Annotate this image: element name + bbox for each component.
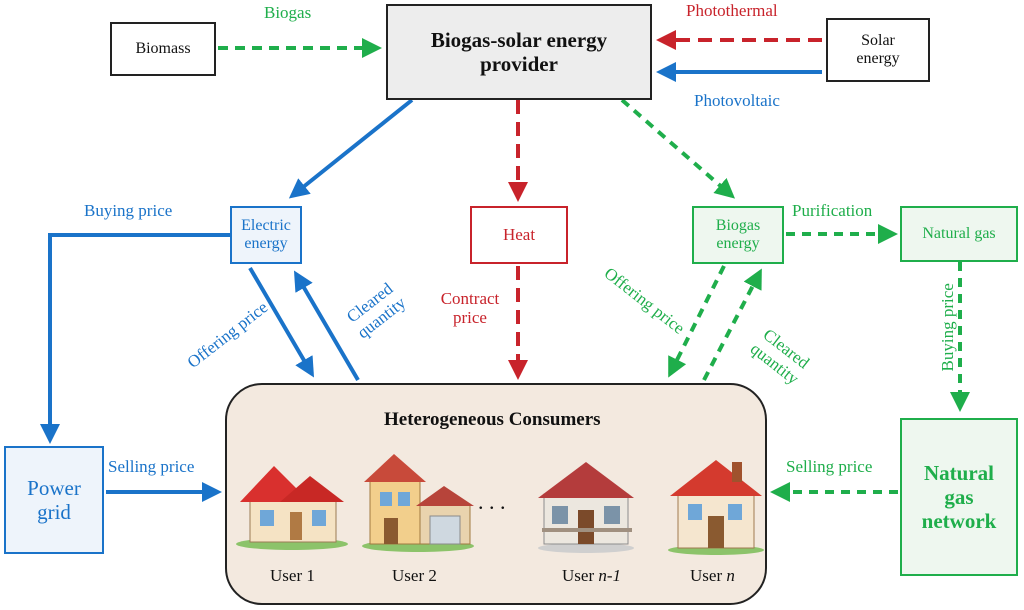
natural-gas-box: Natural gas <box>900 206 1018 262</box>
label-photothermal: Photothermal <box>686 1 778 20</box>
biogas-energy-box: Biogas energy <box>692 206 784 264</box>
user-label-1: User 1 <box>270 566 315 586</box>
label-buying-price-right: Buying price <box>937 283 957 372</box>
user-label-2: User 2 <box>392 566 437 586</box>
solar-label: Solar energy <box>856 31 900 67</box>
label-photovoltaic: Photovoltaic <box>694 91 780 110</box>
provider-label: Biogas-solar energy provider <box>430 27 608 76</box>
user-index: n-1 <box>598 566 622 585</box>
house-icon <box>668 460 764 555</box>
label-biogas: Biogas <box>264 3 312 22</box>
natural-gas-label: Natural gas <box>922 224 996 242</box>
label-purification: Purification <box>792 201 873 220</box>
consumers-title: Heterogeneous Consumers <box>384 409 601 430</box>
power-grid-box: Power grid <box>4 446 104 554</box>
house-icon <box>236 466 348 550</box>
user-label-n: User n <box>690 566 735 586</box>
natural-gas-network-label: Natural gas network <box>921 460 997 534</box>
label-dots: . . . <box>478 489 506 514</box>
arrow-offering-left <box>248 266 315 378</box>
biomass-box: Biomass <box>110 22 216 76</box>
user-prefix: User <box>690 566 727 585</box>
arrow-provider-electric <box>288 98 414 199</box>
heat-label: Heat <box>502 225 536 245</box>
natural-gas-network-box: Natural gas network <box>900 418 1018 576</box>
arrow-offering-right <box>668 265 726 378</box>
biomass-label: Biomass <box>135 39 191 57</box>
house-icon <box>362 454 474 552</box>
arrow-cleared-left <box>293 270 360 382</box>
power-grid-label: Power grid <box>27 475 81 524</box>
house-icon <box>538 462 634 553</box>
arrow-provider-biogas <box>620 98 736 199</box>
electric-energy-box: Electric energy <box>230 206 302 264</box>
heat-box: Heat <box>470 206 568 264</box>
arrow-electric-powergrid <box>40 233 230 444</box>
provider-box: Biogas-solar energy provider <box>386 4 652 100</box>
user-prefix: User <box>270 566 307 585</box>
label-selling-price-right: Selling price <box>786 457 873 476</box>
arrow-cleared-right <box>702 268 762 381</box>
user-prefix: User <box>562 566 599 585</box>
user-label-n-1: User n-1 <box>562 566 621 586</box>
biogas-energy-label: Biogas energy <box>715 216 761 252</box>
label-selling-price-left: Selling price <box>108 457 195 476</box>
electric-energy-label: Electric energy <box>241 216 291 252</box>
label-contract-price: Contract price <box>440 289 500 327</box>
user-index: n <box>726 566 735 585</box>
solar-box: Solar energy <box>826 18 930 82</box>
user-index: 2 <box>428 566 437 585</box>
user-index: 1 <box>306 566 315 585</box>
label-buying-price-left: Buying price <box>84 201 173 220</box>
user-prefix: User <box>392 566 429 585</box>
